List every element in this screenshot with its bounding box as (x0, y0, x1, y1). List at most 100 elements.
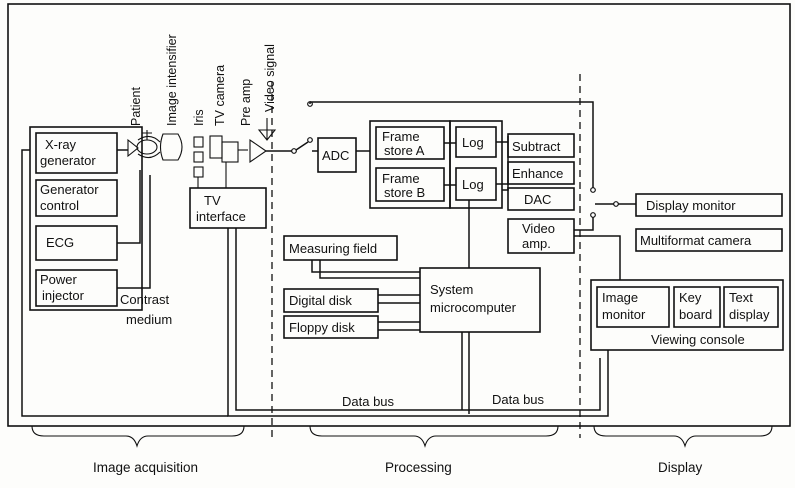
enhance-box (507, 161, 575, 185)
adc-box (317, 137, 357, 173)
image-monitor: Image monitor (596, 286, 670, 328)
data-bus-inner (235, 228, 601, 411)
adc: ADC (317, 137, 357, 173)
multiformat-camera-label: Multiformat camera (640, 233, 752, 248)
video-amp-label-1: Video (522, 221, 555, 236)
floppy-disk-label: Floppy disk (289, 320, 355, 335)
floppy-disk-box (283, 315, 379, 339)
generator-control: Generator control (35, 179, 118, 217)
display-monitor: Display monitor (635, 193, 783, 217)
ecg-to-patient-line (117, 170, 141, 244)
power-injector: Power injector (35, 269, 118, 307)
frame-store-b: Frame store B (375, 167, 445, 202)
log-group (449, 120, 503, 209)
adc-label: ADC (322, 148, 349, 163)
text-display: Text display (723, 286, 779, 328)
video-amp-label-2: amp. (522, 236, 551, 251)
xray-generator-box (35, 132, 118, 174)
tv-camera-label: TV camera (213, 65, 227, 126)
generator-control-box (35, 179, 118, 217)
tv-interface-label-1: TV (204, 193, 221, 208)
log-a-label: Log (462, 135, 484, 150)
power-injector-label-2: injector (42, 288, 85, 303)
enhance-label: Enhance (512, 166, 563, 181)
display-block: Display monitor Multiformat camera Image… (590, 187, 784, 351)
xray-bus-line (21, 149, 228, 417)
display-monitor-label: Display monitor (646, 198, 736, 213)
image-monitor-label-1: Image (602, 290, 638, 305)
digital-disk: Digital disk (283, 288, 379, 313)
video-switch (295, 141, 309, 151)
keyboard-box (673, 286, 721, 328)
system-microcomputer-label-2: microcomputer (430, 300, 517, 315)
display-monitor-box (635, 193, 783, 217)
log-b-label: Log (462, 177, 484, 192)
log-b: Log (455, 167, 497, 201)
section-label-processing: Processing (385, 460, 452, 475)
video-amp: Video amp. (507, 218, 575, 254)
injector-to-patient-line (117, 175, 151, 289)
keyboard: Key board (673, 286, 721, 328)
ecg: ECG (35, 225, 118, 261)
keyboard-label-2: board (679, 307, 712, 322)
patient-icon (127, 130, 161, 159)
frame-store-b-label-2: store B (384, 185, 425, 200)
subtract: Subtract (507, 133, 575, 158)
system-microcomputer-label-1: System (430, 282, 473, 297)
ecg-label: ECG (46, 235, 74, 250)
contrast-medium-label-2: medium (126, 312, 172, 327)
frame-store-a: Frame store A (375, 126, 445, 160)
generator-control-label-1: Generator (40, 182, 99, 197)
data-bus-outer (227, 228, 609, 417)
dac-box (507, 187, 575, 211)
image-monitor-box (596, 286, 670, 328)
digital-disk-label: Digital disk (289, 293, 352, 308)
measuring-field-box (283, 235, 398, 261)
image-intensifier-icon (159, 133, 183, 161)
iris-label: Iris (192, 109, 206, 126)
video-bypass-line (309, 101, 594, 190)
outer-frame (7, 3, 791, 427)
measuring-field-label: Measuring field (289, 241, 377, 256)
image-monitor-label-2: monitor (602, 307, 646, 322)
frame-store-b-label-1: Frame (382, 171, 420, 186)
text-display-label-2: display (729, 307, 770, 322)
system-microcomputer-box (419, 267, 541, 333)
data-bus-right-label: Data bus (492, 392, 545, 407)
contrast-medium-label-1: Contrast (120, 292, 170, 307)
video-signal-label: Video signal (263, 44, 277, 112)
patient-label: Patient (129, 87, 143, 126)
enhance: Enhance (507, 161, 575, 185)
video-signal-icon (257, 118, 277, 141)
dac-label: DAC (524, 192, 551, 207)
xray-generator: X-ray generator (35, 132, 118, 174)
multiformat-camera-box (635, 228, 783, 252)
dac: DAC (507, 187, 575, 211)
frame-store-a-label-2: store A (384, 143, 425, 158)
acquisition-block: X-ray generator Generator control ECG Po… (29, 34, 286, 327)
text-display-box (723, 286, 779, 328)
xray-generator-label-2: generator (40, 153, 96, 168)
floppy-disk: Floppy disk (283, 315, 379, 339)
digital-disk-box (283, 288, 379, 313)
subtract-box (507, 133, 575, 158)
display-brace (593, 425, 773, 448)
frame-store-a-label-1: Frame (382, 129, 420, 144)
viewing-console-box (590, 279, 784, 351)
system-microcomputer: System microcomputer (419, 267, 541, 333)
power-injector-label-1: Power (40, 272, 78, 287)
log-a: Log (455, 126, 497, 158)
processing-brace (309, 425, 559, 448)
subtract-label: Subtract (512, 139, 561, 154)
acquisition-panel (29, 126, 143, 311)
multiformat-camera: Multiformat camera (635, 228, 783, 252)
section-label-acquisition: Image acquisition (93, 460, 198, 475)
tv-interface-label-2: interface (196, 209, 246, 224)
section-label-display: Display (658, 460, 703, 475)
xray-generator-label-1: X-ray (45, 137, 77, 152)
keyboard-label-1: Key (679, 290, 702, 305)
tv-camera-icon (209, 135, 248, 163)
text-display-label-1: Text (729, 290, 753, 305)
